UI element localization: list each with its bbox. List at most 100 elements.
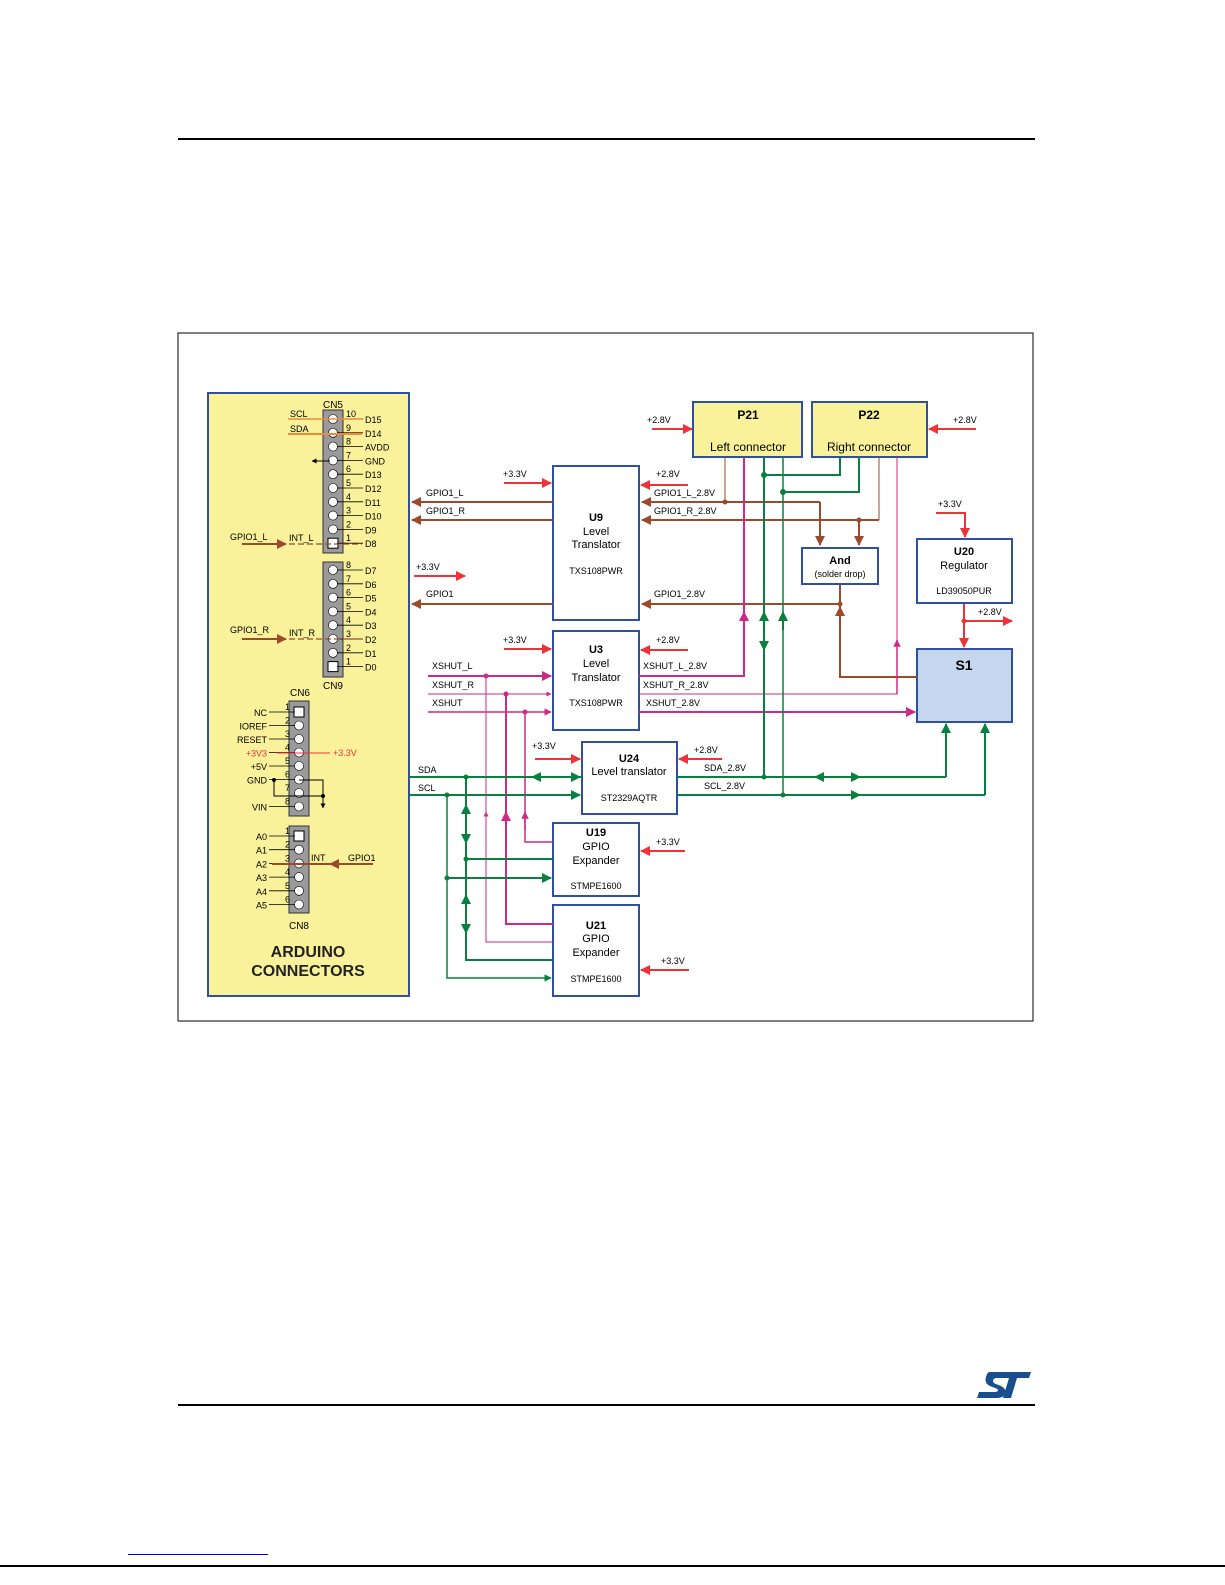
pin-number: 1	[346, 657, 351, 667]
pin-number: 1	[285, 702, 290, 712]
xshut-r-label: XSHUT_R	[432, 680, 475, 690]
pin-square	[293, 706, 305, 718]
pin-hole	[328, 565, 338, 575]
pin-hole	[328, 647, 338, 658]
gpio1-l-28-label: GPIO1_L_2.8V	[654, 488, 715, 498]
pin-label: D2	[365, 635, 377, 645]
pin-hole	[294, 885, 304, 896]
pin-hole	[328, 441, 338, 452]
pin-label: D0	[365, 663, 377, 673]
pin-number: 10	[346, 409, 356, 419]
pin-hole	[294, 761, 304, 771]
pin-number: 8	[346, 560, 351, 570]
p21-subtitle: Left connector	[710, 440, 786, 454]
gpio1-r-label: GPIO1_R	[426, 506, 466, 516]
pin-number: 4	[285, 743, 290, 753]
sda-label: SDA	[418, 765, 437, 775]
u19-supply-label: +3.3V	[656, 837, 680, 847]
cn8-int-label: INT	[311, 853, 326, 863]
u9-line2: Translator	[571, 539, 620, 551]
u20-title: U20	[954, 546, 974, 558]
pin-number: 8	[285, 797, 290, 807]
p21-title: P21	[737, 408, 759, 422]
u20-supply-out-label: +2.8V	[978, 607, 1002, 617]
u20-block	[916, 538, 1013, 604]
u3-supply-right-label: +2.8V	[656, 635, 680, 645]
u19-block	[552, 822, 640, 897]
u24-supply-left-label: +3.3V	[532, 741, 556, 751]
pin-hole	[294, 801, 304, 812]
xshut-label: XSHUT	[432, 698, 463, 708]
u21-line2: Expander	[572, 947, 619, 959]
u20-supply-in-label: +3.3V	[938, 499, 962, 509]
u21-part: STMPE1600	[570, 974, 621, 984]
u24-supply-right-label: +2.8V	[694, 745, 718, 755]
s1-title: S1	[955, 657, 972, 673]
cn8-gpio1-label: GPIO1	[348, 853, 376, 863]
u3-line2: Translator	[571, 672, 620, 684]
pin-label: D3	[365, 621, 377, 631]
footer-rule-upper	[178, 1404, 1035, 1406]
u20-supply-in-arrow	[936, 512, 970, 538]
gpio-wires	[411, 457, 917, 678]
pin-hole	[328, 606, 338, 617]
pin-label: D5	[365, 594, 377, 604]
pin-number: 3	[346, 506, 351, 516]
u24-part: ST2329AQTR	[601, 793, 658, 803]
arduino-title-1: ARDUINO	[271, 944, 346, 961]
xshut-wires	[428, 457, 916, 943]
gpio1-r-28-label: GPIO1_R_2.8V	[654, 506, 717, 516]
xshut-28-label: XSHUT_2.8V	[646, 698, 700, 708]
pin-hole	[294, 899, 304, 910]
cn6-3v3-out-label: +3.3V	[333, 748, 357, 758]
gpio1-l-in-label-text: GPIO1_L	[230, 532, 268, 542]
u9-supply-right-label: +2.8V	[656, 469, 680, 479]
cn8-label: CN8	[289, 921, 309, 932]
pin-number: 6	[346, 588, 351, 598]
p22-title: P22	[858, 408, 880, 422]
pin-number: 1	[285, 826, 290, 836]
u19-part: STMPE1600	[570, 881, 621, 891]
scl-28-label: SCL_2.8V	[704, 781, 745, 791]
gpio1-l-label: GPIO1_L	[426, 488, 464, 498]
xshut-l-label: XSHUT_L	[432, 661, 473, 671]
pin-number: 2	[285, 716, 290, 726]
p22-supply-label: +2.8V	[953, 415, 977, 425]
pin-number: 4	[346, 492, 351, 502]
cn9-header	[322, 561, 344, 678]
u20-part: LD39050PUR	[936, 586, 992, 596]
sda-28-label: SDA_2.8V	[704, 763, 746, 773]
st-logo	[977, 1372, 1031, 1398]
cn5-scl-label: SCL	[290, 409, 308, 419]
cn8-header	[288, 825, 310, 914]
arduino-title-2: CONNECTORS	[251, 963, 365, 980]
pin-number: 4	[285, 867, 290, 877]
pin-label: D12	[365, 484, 382, 494]
pin-number: 2	[346, 643, 351, 653]
pin-label: A0	[256, 832, 267, 842]
pin-label: D8	[365, 539, 377, 549]
pin-number: 6	[285, 895, 290, 905]
u9-part: TXS108PWR	[569, 566, 623, 576]
u21-supply-label: +3.3V	[661, 956, 685, 966]
u9-line1: Level	[583, 526, 609, 538]
pin-number: 8	[346, 437, 351, 447]
footnote-link-underline[interactable]	[128, 1554, 268, 1555]
pin-number: 6	[285, 770, 290, 780]
u21-block	[552, 904, 640, 997]
pin-number: 7	[285, 783, 290, 793]
u20-line1: Regulator	[940, 560, 988, 572]
pin-number: 5	[285, 881, 290, 891]
pin-label: D9	[365, 525, 377, 535]
int-r-label: INT_R	[289, 628, 316, 638]
pin-label: D1	[365, 649, 377, 659]
u19-line1: GPIO	[582, 841, 610, 853]
u3-line1: Level	[583, 658, 609, 670]
and-title: And	[829, 555, 850, 567]
cn6-label: CN6	[290, 688, 310, 699]
pin-hole	[328, 510, 338, 521]
header-rule	[178, 138, 1035, 140]
pin-label: D4	[365, 607, 377, 617]
p22-block	[811, 401, 928, 458]
